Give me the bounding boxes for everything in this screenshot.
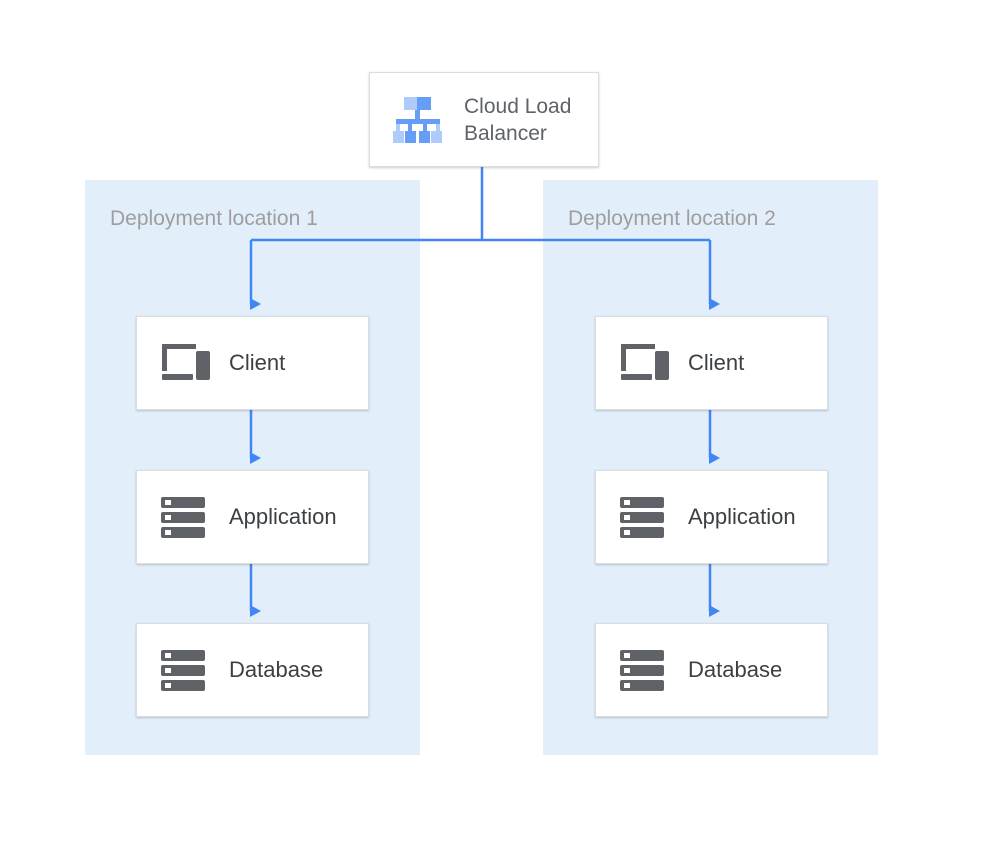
node-label-database-2: Database [688,657,783,682]
client-devices-icon [159,340,211,386]
node-client-2[interactable]: Client [595,316,828,410]
deployment-location-title-2: Deployment location 2 [568,207,776,230]
node-cloud-load-balancer[interactable]: Cloud Load Balancer [369,72,599,167]
server-stack-icon [159,494,211,540]
node-label-database-1: Database [229,657,324,682]
server-stack-icon [159,647,211,693]
server-stack-icon [618,494,670,540]
client-devices-icon [618,340,670,386]
node-application-2[interactable]: Application [595,470,828,564]
node-client-1[interactable]: Client [136,316,369,410]
node-label-client-2: Client [688,350,745,375]
deployment-location-title-1: Deployment location 1 [110,207,318,230]
node-label-cloud-load-balancer: Cloud Load Balancer [464,94,572,145]
node-label-application-2: Application [688,504,796,529]
node-database-2[interactable]: Database [595,623,828,717]
node-label-client-1: Client [229,350,286,375]
node-label-application-1: Application [229,504,337,529]
server-stack-icon [618,647,670,693]
node-application-1[interactable]: Application [136,470,369,564]
cloud-load-balancer-icon [390,92,446,148]
node-database-1[interactable]: Database [136,623,369,717]
